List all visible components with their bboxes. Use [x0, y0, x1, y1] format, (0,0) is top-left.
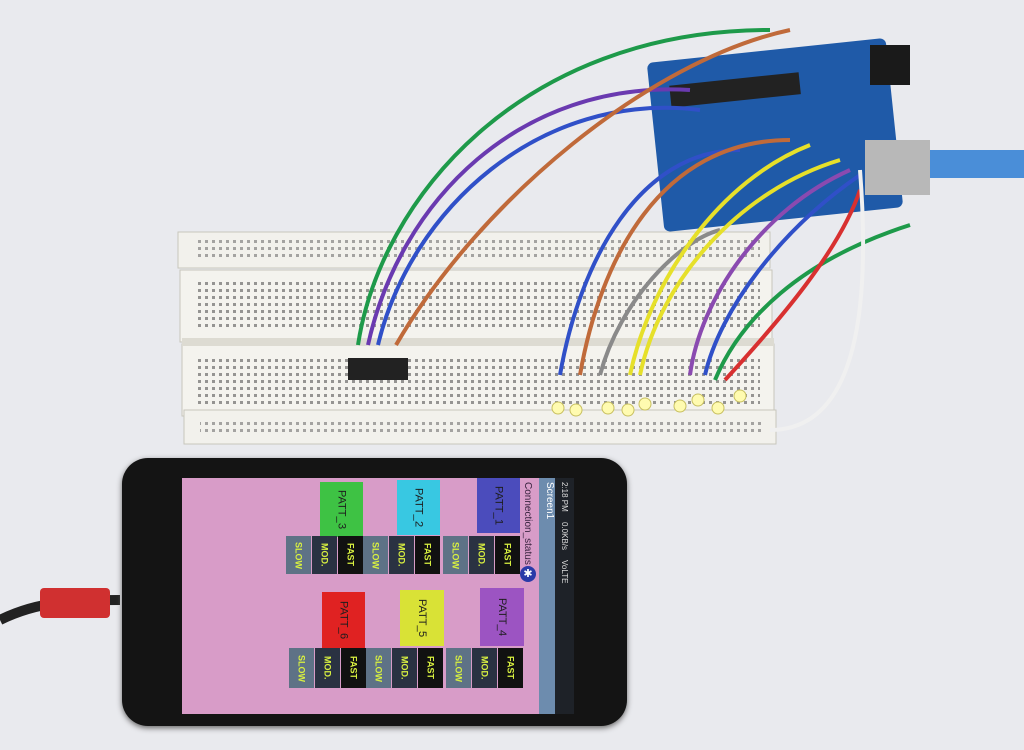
fast-button-pattern-2[interactable]: FAST [415, 536, 440, 574]
connection-status-label: Connection_status [522, 482, 533, 565]
pattern-2-button[interactable]: PATT_2 [397, 480, 440, 535]
mod-button-pattern-2[interactable]: MOD. [389, 536, 414, 574]
mod-button-pattern-3[interactable]: MOD. [312, 536, 337, 574]
pattern-4-button[interactable]: PATT_4 [480, 588, 524, 646]
breadboard [177, 231, 777, 445]
slow-button-pattern-1[interactable]: SLOW [443, 536, 468, 574]
pattern-3-button[interactable]: PATT_3 [320, 482, 363, 537]
bluetooth-icon[interactable]: ✱ [520, 566, 536, 582]
arduino-board [647, 38, 1024, 232]
slow-button-pattern-6[interactable]: SLOW [289, 648, 314, 688]
pattern-1-button[interactable]: PATT_1 [477, 478, 520, 533]
status-speed: 0.0KB/s [560, 521, 569, 550]
mod-button-pattern-5[interactable]: MOD. [392, 648, 417, 688]
chip [348, 358, 408, 380]
jumper-wires [356, 28, 911, 432]
fast-button-pattern-6[interactable]: FAST [341, 648, 366, 688]
mod-button-pattern-1[interactable]: MOD. [469, 536, 494, 574]
slow-button-pattern-4[interactable]: SLOW [446, 648, 471, 688]
slow-button-pattern-2[interactable]: SLOW [363, 536, 388, 574]
status-network: VoLTE [560, 559, 569, 584]
usb-plug [40, 588, 110, 618]
slow-button-pattern-5[interactable]: SLOW [366, 648, 391, 688]
slow-button-pattern-3[interactable]: SLOW [286, 536, 311, 574]
mod-button-pattern-4[interactable]: MOD. [472, 648, 497, 688]
fast-button-pattern-1[interactable]: FAST [495, 536, 520, 574]
status-time: 2:18 PM [560, 482, 569, 512]
pattern-6-button[interactable]: PATT_6 [322, 592, 365, 648]
screen-title: Screen1 [539, 478, 555, 714]
fast-button-pattern-3[interactable]: FAST [338, 536, 363, 574]
pattern-5-button[interactable]: PATT_5 [400, 590, 444, 646]
mod-button-pattern-6[interactable]: MOD. [315, 648, 340, 688]
phone-screen: 2:18 PM 0.0KB/s VoLTE Screen1 Connection… [182, 478, 574, 714]
fast-button-pattern-4[interactable]: FAST [498, 648, 523, 688]
status-bar: 2:18 PM 0.0KB/s VoLTE [555, 478, 574, 714]
fast-button-pattern-5[interactable]: FAST [418, 648, 443, 688]
leds [551, 389, 747, 417]
